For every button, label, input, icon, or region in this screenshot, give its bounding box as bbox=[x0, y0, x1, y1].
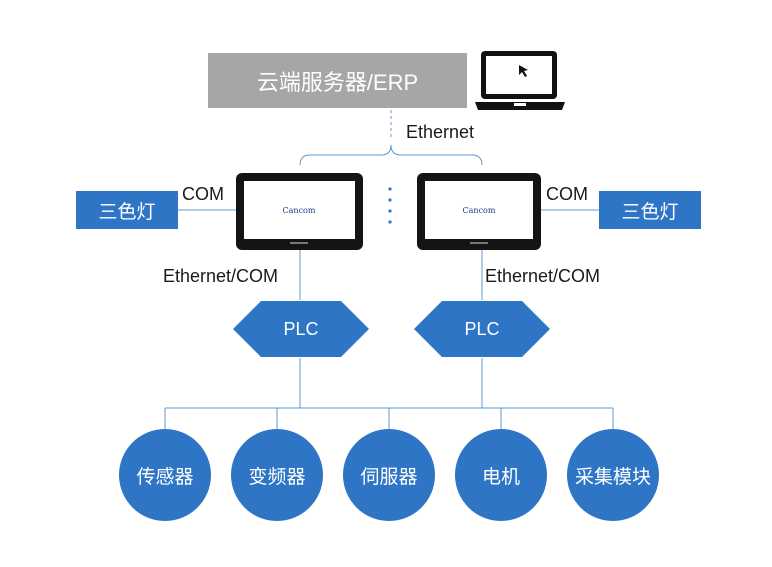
device-acquisition-module: 采集模块 bbox=[567, 429, 659, 521]
laptop-icon bbox=[475, 51, 565, 110]
device-label: 伺服器 bbox=[360, 466, 418, 488]
left-ethernet-com-label: Ethernet/COM bbox=[163, 266, 279, 286]
left-com-label: COM bbox=[182, 184, 224, 204]
left-hmi-brand: Cancom bbox=[283, 206, 316, 215]
hmi-brace-line bbox=[299, 144, 483, 166]
right-hmi-brand: Cancom bbox=[463, 206, 496, 215]
ethernet-label: Ethernet bbox=[406, 122, 475, 142]
device-label: 变频器 bbox=[248, 466, 306, 488]
cloud-server-box: 云端服务器/ERP bbox=[208, 53, 467, 108]
cloud-server-label: 云端服务器/ERP bbox=[256, 69, 419, 95]
right-plc-hexagon bbox=[414, 301, 550, 357]
right-hmi-panel-icon: Cancom bbox=[417, 173, 541, 250]
right-com-label: COM bbox=[546, 184, 588, 204]
device-motor: 电机 bbox=[455, 429, 547, 521]
device-label: 传感器 bbox=[136, 466, 194, 488]
device-sensor: 传感器 bbox=[119, 429, 211, 521]
left-plc-label: PLC bbox=[283, 318, 319, 339]
left-tricolor-light-label: 三色灯 bbox=[98, 201, 156, 223]
device-label: 电机 bbox=[481, 466, 520, 488]
left-tricolor-light: 三色灯 bbox=[76, 191, 178, 229]
device-servo: 伺服器 bbox=[343, 429, 435, 521]
right-tricolor-light: 三色灯 bbox=[599, 191, 701, 229]
device-inverter: 变频器 bbox=[231, 429, 323, 521]
left-plc-node: PLC bbox=[233, 301, 369, 357]
right-ethernet-com-label: Ethernet/COM bbox=[485, 266, 601, 286]
device-label: 采集模块 bbox=[574, 466, 651, 488]
more-hmi-ellipsis bbox=[388, 187, 392, 224]
right-tricolor-light-label: 三色灯 bbox=[621, 201, 679, 223]
left-hmi-panel-icon: Cancom bbox=[236, 173, 363, 250]
right-plc-node: PLC bbox=[414, 301, 550, 357]
right-plc-label: PLC bbox=[464, 318, 500, 339]
left-plc-hexagon bbox=[233, 301, 369, 357]
